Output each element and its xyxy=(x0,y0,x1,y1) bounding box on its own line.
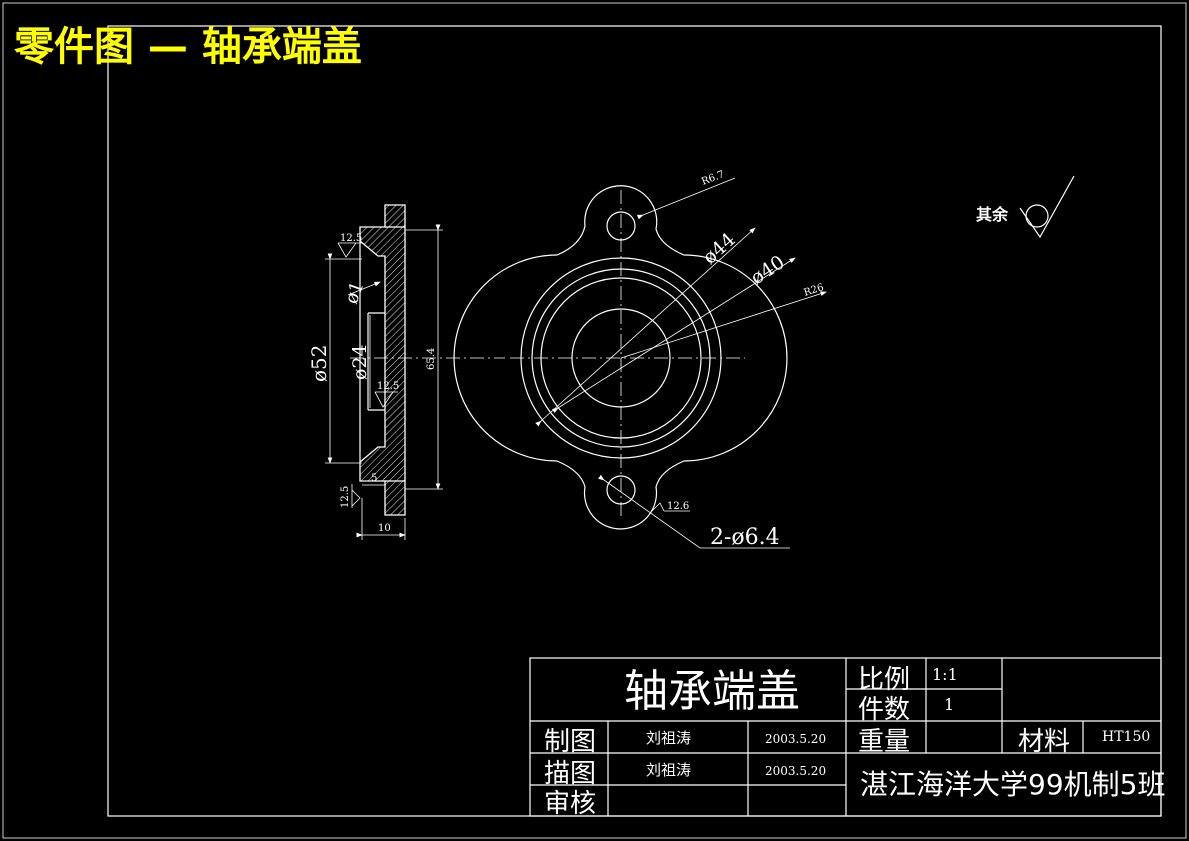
dim-holes: 2-ø6.4 xyxy=(710,525,780,550)
dim-d52: ø52 xyxy=(307,345,331,383)
title-block: 轴承端盖 比例 1:1 件数 1 重量 材料 HT150 制图 刘祖涛 2003… xyxy=(529,657,1165,819)
review-label: 审核 xyxy=(544,789,596,819)
rough-hole: 12.6 xyxy=(667,501,689,512)
surface-finish-note: 其余 xyxy=(976,175,1075,239)
surface-finish-symbol xyxy=(1025,204,1049,228)
rough-bot: 12.5 xyxy=(340,486,351,508)
material-value: HT150 xyxy=(1102,729,1150,745)
drawn-name: 刘祖涛 xyxy=(646,729,691,747)
surface-note-label: 其余 xyxy=(976,205,1009,224)
school-name: 湛江海洋大学99机制5班 xyxy=(860,768,1165,801)
section-hatch xyxy=(359,204,406,516)
drawn-date: 2003.5.20 xyxy=(765,732,826,746)
drawn-label: 制图 xyxy=(544,727,596,757)
dim-w5: 5 xyxy=(371,473,377,484)
traced-name: 刘祖涛 xyxy=(646,761,691,779)
dim-h654: 65.4 xyxy=(426,348,437,370)
dim-d24: ø24 xyxy=(349,344,371,380)
dim-w10: 10 xyxy=(378,523,391,534)
section-view: ø52 ø24 ø1 65.4 5 10 12.5 12.5 12.5 xyxy=(307,204,505,540)
traced-date: 2003.5.20 xyxy=(765,764,826,778)
part-name: 轴承端盖 xyxy=(624,666,800,717)
material-label: 材料 xyxy=(1018,727,1070,757)
dim-d40: ø40 xyxy=(747,251,789,289)
traced-label: 描图 xyxy=(544,759,596,789)
dim-r67: R6.7 xyxy=(700,169,726,188)
qty-label: 件数 xyxy=(858,695,910,725)
rough-top: 12.5 xyxy=(340,233,362,244)
flange-outline xyxy=(453,185,788,530)
slide-title: 零件图 — 轴承端盖 xyxy=(14,24,362,70)
weight-label: 重量 xyxy=(858,727,910,757)
qty-value: 1 xyxy=(944,695,954,714)
dim-r26: R26 xyxy=(803,282,826,299)
rough-mid: 12.5 xyxy=(377,381,399,392)
scale-label: 比例 xyxy=(858,665,910,695)
bolt-hole-bottom xyxy=(606,475,636,505)
dim-d1: ø1 xyxy=(341,279,368,307)
front-view: R6.7 ø44 ø40 R26 2-ø6.4 12.6 xyxy=(453,169,827,550)
scale-value: 1:1 xyxy=(932,665,958,684)
dim-d44: ø44 xyxy=(699,229,740,269)
